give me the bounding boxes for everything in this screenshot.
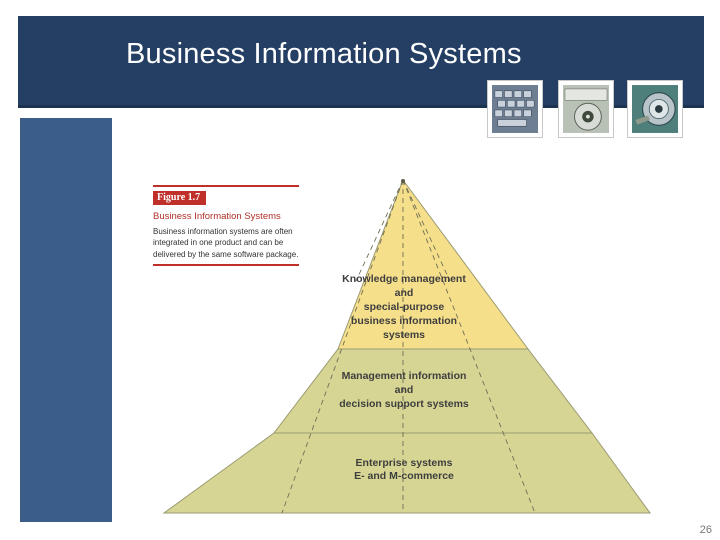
figure-top-rule: [153, 185, 299, 187]
keyboard-icon: [492, 85, 538, 133]
keyboard-thumbnail: [487, 80, 543, 138]
tier1-line3: special-purpose: [364, 301, 445, 313]
tier1-line2: and: [395, 287, 414, 299]
cd-drive-thumbnail: [558, 80, 614, 138]
cd-drive-icon: [563, 85, 609, 133]
business-systems-pyramid: Knowledge management and special-purpose…: [162, 178, 651, 514]
tier2-line2: and: [395, 384, 414, 396]
pyramid-dashed-guides: [281, 179, 536, 514]
figure-label: Figure 1.7: [153, 191, 207, 205]
tier1-line4: business information: [351, 315, 457, 327]
figure-title: Business Information Systems: [153, 211, 281, 222]
title-bar: Business Information Systems: [18, 16, 704, 108]
pyramid-tier-bottom: [162, 432, 651, 514]
slide-title: Business Information Systems: [126, 38, 522, 70]
pyramid-apex-dot: [401, 179, 405, 183]
lock-thumbnail: [627, 80, 683, 138]
tier1-line5: systems: [383, 329, 425, 341]
figure-bottom-rule: [153, 264, 299, 267]
tier2-line1: Management information: [342, 370, 467, 382]
figure-caption-panel: Figure 1.7 Business Information Systems …: [153, 185, 299, 267]
figure-caption: Business information systems are often i…: [153, 227, 299, 259]
tier2-line3: decision support systems: [339, 398, 469, 410]
page-number: 26: [699, 524, 712, 536]
left-accent-strip: [20, 118, 112, 522]
tier1-line1: Knowledge management: [342, 273, 466, 285]
tier3-line2: E- and M-commerce: [354, 470, 454, 482]
tier3-line1: Enterprise systems: [356, 457, 453, 469]
pyramid-tier-middle: [272, 348, 594, 434]
lock-icon: [632, 85, 678, 133]
